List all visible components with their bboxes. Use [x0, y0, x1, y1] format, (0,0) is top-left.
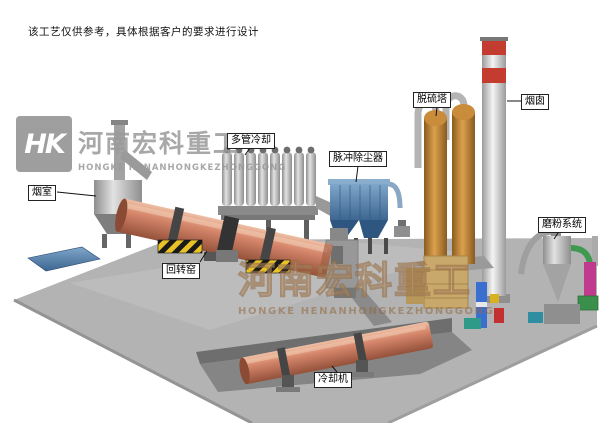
logo-text-block: 河南宏科重工 HONGKE HENANHONGKEZHONGGONG	[78, 116, 286, 173]
company-logo: HK 河南宏科重工 HONGKE HENANHONGKEZHONGGONG	[16, 116, 286, 173]
smoke-chamber	[94, 120, 152, 248]
blue-foundation-pad	[27, 246, 101, 272]
grinding-system	[518, 224, 599, 324]
logo-company-name-en: HONGKE HENANHONGKEZHONGGONG	[78, 163, 287, 173]
logo-initials: HK	[24, 128, 66, 160]
multi-tube-cooler	[218, 146, 334, 246]
label-chimney: 烟囱	[521, 94, 549, 110]
label-grinding-system: 磨粉系统	[538, 217, 586, 233]
label-cooling-machine: 冷却机	[314, 372, 352, 388]
preheater-structure	[406, 255, 469, 309]
label-smoke-chamber: 烟室	[28, 185, 56, 201]
chimney-stack	[478, 37, 510, 303]
label-desulfurization-tower: 脱硫塔	[413, 92, 451, 108]
logo-company-name-cn: 河南宏科重工	[78, 129, 241, 158]
label-multi-tube-cooling: 多管冷却	[227, 133, 275, 149]
label-rotary-kiln: 回转窑	[162, 263, 200, 279]
cooling-machine-cylinder	[239, 321, 434, 392]
label-leader-lines	[56, 100, 561, 373]
label-pulse-dust-collector: 脉冲除尘器	[329, 151, 387, 167]
logo-hk-mark: HK	[16, 116, 72, 172]
disclaimer-text: 该工艺仅供参考，具体根据客户的要求进行设计	[28, 26, 259, 38]
rotary-kiln-cylinder	[115, 198, 333, 278]
kiln-support-piers	[157, 239, 291, 274]
auxiliary-machines	[464, 282, 504, 329]
